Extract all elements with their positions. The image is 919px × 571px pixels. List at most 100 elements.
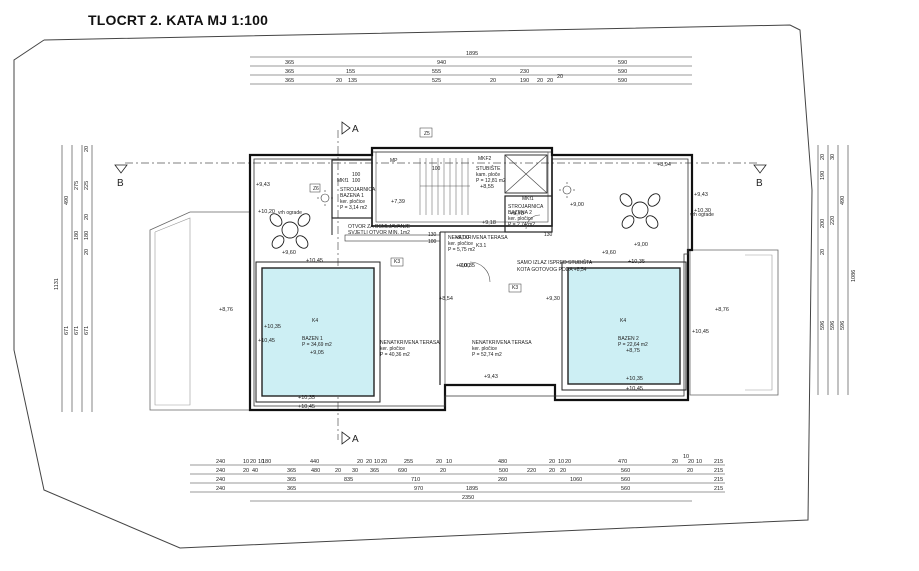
drawing-title: TLOCRT 2. KATA MJ 1:100 — [88, 12, 269, 28]
lower-roof-right — [689, 249, 779, 396]
svg-text:BAZENA 2: BAZENA 2 — [508, 210, 532, 216]
svg-text:240: 240 — [216, 486, 225, 492]
svg-text:NENATKRIVENA TERASA: NENATKRIVENA TERASA — [448, 235, 508, 241]
svg-text:180: 180 — [84, 231, 90, 240]
svg-text:20: 20 — [549, 468, 555, 474]
section-mark-b-left: B — [114, 164, 128, 189]
svg-text:596: 596 — [830, 321, 836, 330]
svg-text:+8,94: +8,94 — [657, 162, 671, 168]
svg-text:365: 365 — [287, 486, 296, 492]
svg-text:130: 130 — [544, 232, 553, 238]
svg-text:K3.1: K3.1 — [476, 243, 487, 249]
svg-text:1086: 1086 — [851, 270, 857, 282]
room-label-strojarnica-1: STROJARNICA BAZENA 1 ker. pločice P = 3,… — [340, 187, 376, 211]
room-label-bazen-1: K4 BAZEN 1 P = 34,69 m2 — [302, 318, 332, 348]
room-label-stubiste: STUBIŠTE kam. ploče P = 12,81 m2 — [476, 165, 506, 184]
svg-text:1895: 1895 — [466, 51, 478, 57]
svg-text:20: 20 — [335, 468, 341, 474]
svg-text:+8,78: +8,78 — [510, 211, 524, 217]
svg-text:20: 20 — [336, 78, 342, 84]
svg-text:215: 215 — [714, 477, 723, 483]
svg-text:220: 220 — [527, 468, 536, 474]
svg-text:+8,76: +8,76 — [715, 307, 729, 313]
svg-text:+9,00: +9,00 — [455, 235, 469, 241]
svg-text:20: 20 — [688, 459, 694, 465]
svg-text:+10,35: +10,35 — [298, 395, 315, 401]
svg-text:+10,35: +10,35 — [264, 324, 281, 330]
svg-text:Z5: Z5 — [424, 131, 430, 137]
svg-text:10: 10 — [683, 454, 689, 460]
svg-text:10: 10 — [558, 459, 564, 465]
svg-text:20: 20 — [549, 459, 555, 465]
svg-text:+10,45: +10,45 — [626, 386, 643, 392]
svg-text:100: 100 — [428, 239, 437, 245]
svg-text:+9,60: +9,60 — [602, 250, 616, 256]
lower-roof-left-inner — [154, 217, 191, 406]
svg-text:200: 200 — [820, 219, 826, 228]
svg-text:+10,45: +10,45 — [306, 258, 323, 264]
right-dims: 1086 190 20 30 490 220 20 200 596 596 59… — [820, 154, 857, 330]
pool-1-water — [261, 267, 375, 397]
svg-text:10: 10 — [243, 459, 249, 465]
svg-text:590: 590 — [618, 78, 627, 84]
svg-text:+9,18: +9,18 — [482, 220, 496, 226]
svg-text:+10,20: +10,20 — [258, 209, 275, 215]
room-label-terasa-mid: NENATKRIVENA TERASA ker. pločice P = 52,… — [472, 340, 532, 358]
svg-text:K3: K3 — [394, 259, 400, 265]
svg-text:20: 20 — [672, 459, 678, 465]
svg-text:671: 671 — [84, 326, 90, 335]
bottom-dimension-lines — [190, 464, 725, 502]
svg-text:190: 190 — [520, 78, 529, 84]
svg-text:+9,60: +9,60 — [282, 250, 296, 256]
svg-text:P = 5,75 m2: P = 5,75 m2 — [448, 247, 475, 253]
svg-text:20: 20 — [250, 459, 256, 465]
svg-text:500: 500 — [499, 468, 508, 474]
svg-text:MP: MP — [390, 158, 398, 164]
svg-text:BAZEN 1: BAZEN 1 — [302, 336, 323, 342]
svg-text:225: 225 — [84, 181, 90, 190]
svg-text:ker. pločice: ker. pločice — [448, 241, 473, 247]
svg-text:255: 255 — [404, 459, 413, 465]
room-label-strojarnica-2: STROJARNICA BAZENA 2 ker. pločice P = 2,… — [508, 204, 544, 228]
svg-text:560: 560 — [621, 477, 630, 483]
svg-text:+10,35: +10,35 — [628, 259, 645, 265]
svg-text:P = 40,36 m2: P = 40,36 m2 — [380, 352, 410, 358]
svg-text:20: 20 — [565, 459, 571, 465]
svg-text:ker. pločice: ker. pločice — [508, 216, 533, 222]
svg-text:10: 10 — [258, 459, 264, 465]
top-dimension-lines — [250, 56, 692, 85]
top-dim-row1: 1895 — [466, 51, 478, 57]
table-set-right — [619, 193, 661, 229]
elevator-shaft — [504, 154, 548, 194]
svg-text:480: 480 — [311, 468, 320, 474]
pool-1-coping — [255, 261, 381, 403]
room-label-terasa-small: NENATKRIVENA TERASA ker. pločice P = 5,7… — [448, 235, 508, 253]
svg-text:940: 940 — [437, 60, 446, 66]
svg-text:MKF2: MKF2 — [478, 156, 492, 162]
svg-text:525: 525 — [432, 78, 441, 84]
notes: OTVOR ZA OSMLJAVANJE SVJETLI OTVOR MIN. … — [278, 131, 714, 291]
svg-text:440: 440 — [310, 459, 319, 465]
svg-text:NENATKRIVENA TERASA: NENATKRIVENA TERASA — [472, 340, 532, 346]
room-strojarnica-1 — [331, 159, 373, 219]
svg-text:365: 365 — [370, 468, 379, 474]
svg-text:P = 12,81 m2: P = 12,81 m2 — [476, 178, 506, 184]
svg-text:590: 590 — [618, 69, 627, 75]
stair-core-inner — [375, 151, 549, 223]
bottom-dim-row1: 240 10 20 10 180 440 20 20 10 20 255 20 … — [216, 454, 723, 465]
svg-text:100: 100 — [432, 166, 441, 172]
svg-text:20: 20 — [381, 459, 387, 465]
bottom-dim-row2: 240 20 40 365 480 20 30 365 690 20 500 2… — [216, 468, 723, 474]
svg-text:+10,45: +10,45 — [692, 329, 709, 335]
door-swing — [525, 214, 541, 230]
svg-text:20: 20 — [84, 214, 90, 220]
table-set-left — [269, 213, 311, 249]
svg-text:A: A — [352, 434, 359, 445]
svg-text:555: 555 — [432, 69, 441, 75]
svg-text:+9,30: +9,30 — [546, 296, 560, 302]
svg-text:20: 20 — [820, 249, 826, 255]
svg-text:490: 490 — [64, 196, 70, 205]
svg-text:+10,45: +10,45 — [298, 404, 315, 410]
svg-text:+8,76: +8,76 — [219, 307, 233, 313]
svg-text:B: B — [117, 178, 124, 189]
